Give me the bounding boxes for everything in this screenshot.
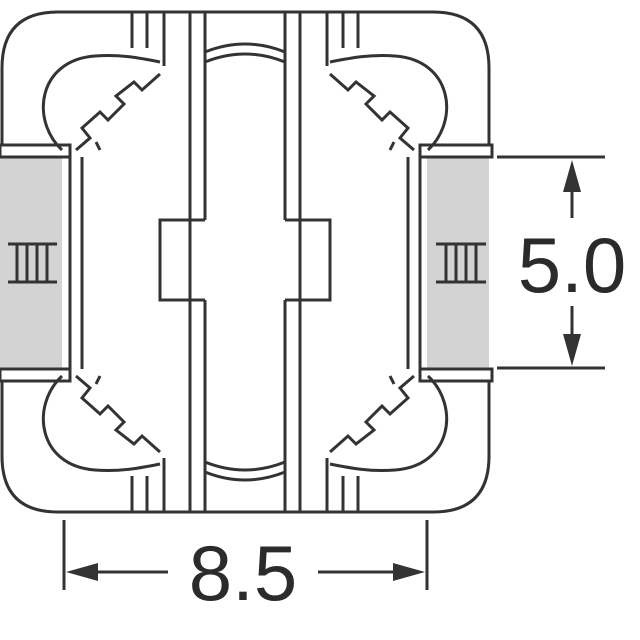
height-dimension: 5.0: [497, 155, 626, 370]
left-terminal: [0, 143, 72, 383]
corner-clip-top-right: [329, 53, 449, 152]
right-terminal-ribs: [436, 242, 486, 284]
right-terminal-band-top: [418, 143, 494, 159]
bottom-slots: [130, 458, 360, 512]
height-arrow-down: [563, 334, 581, 366]
width-arrow-left: [66, 563, 98, 581]
corner-clip-top-left: [41, 53, 161, 152]
outer-body-outline: [0, 10, 491, 514]
core-arcs: [204, 42, 286, 482]
left-terminal-band-top: [0, 143, 72, 159]
right-terminal-pad: [427, 157, 489, 369]
top-slots: [130, 12, 360, 66]
height-dimension-label: 5.0: [518, 221, 626, 309]
corner-clip-bottom-left: [41, 374, 161, 473]
width-dimension: 8.5: [62, 520, 429, 617]
corner-clip-bottom-right: [329, 374, 449, 473]
width-dimension-label: 8.5: [189, 529, 297, 617]
inner-side-rails: [68, 157, 422, 369]
center-cross: [158, 218, 332, 302]
left-terminal-pad: [0, 157, 62, 369]
left-terminal-ribs: [8, 242, 57, 284]
left-terminal-band-bottom: [0, 367, 72, 383]
center-cross-fill: [206, 221, 284, 299]
core-shaft: [188, 12, 302, 512]
width-arrow-right: [393, 563, 425, 581]
right-terminal: [418, 143, 494, 383]
right-terminal-band-bottom: [418, 367, 494, 383]
height-arrow-up: [563, 160, 581, 192]
